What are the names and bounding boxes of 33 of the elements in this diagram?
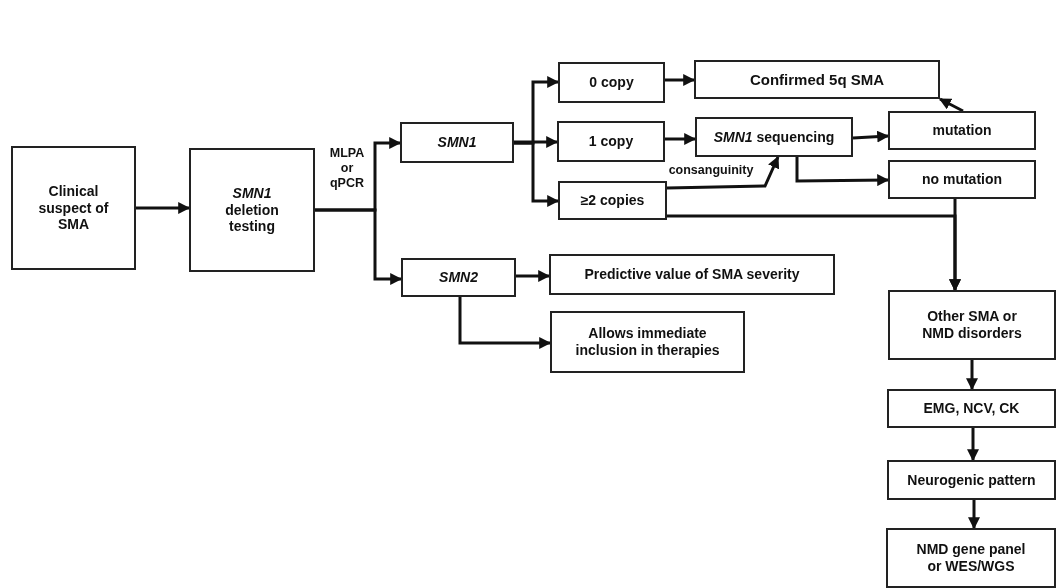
process-box: no mutation: [888, 160, 1036, 199]
arrow: [938, 97, 964, 113]
arrow: [852, 130, 890, 143]
arrow: [968, 500, 980, 530]
arrow: [966, 360, 978, 391]
process-box: 0 copy: [558, 62, 665, 103]
arrow: [514, 136, 559, 148]
process-box: 1 copy: [557, 121, 665, 162]
process-box: EMG, NCV, CK: [887, 389, 1056, 428]
process-box: ≥2 copies: [558, 181, 667, 220]
arrow: [516, 270, 551, 282]
process-box: Neurogenic pattern: [887, 460, 1056, 500]
process-box: Allows immediate inclusion in therapies: [550, 311, 745, 373]
arrow: [458, 297, 552, 349]
arrow: [667, 214, 961, 292]
process-box: Other SMA or NMD disorders: [888, 290, 1056, 360]
process-box: SMN1 sequencing: [695, 117, 853, 157]
process-box: SMN1 deletion testing: [189, 148, 315, 272]
process-box: Clinical suspect of SMA: [11, 146, 136, 270]
arrow: [666, 155, 780, 190]
arrow: [967, 428, 979, 462]
process-box: SMN1: [400, 122, 514, 163]
arrow: [315, 208, 403, 285]
arrow: [665, 74, 696, 86]
process-box: mutation: [888, 111, 1036, 150]
arrow: [795, 157, 890, 187]
process-box: Predictive value of SMA severity: [549, 254, 835, 295]
process-box: Confirmed 5q SMA: [694, 60, 940, 99]
arrow: [136, 202, 191, 214]
arrow: [514, 141, 560, 207]
arrow: [665, 133, 697, 145]
process-box: SMN2: [401, 258, 516, 297]
process-box: NMD gene panel or WES/WGS: [886, 528, 1056, 588]
